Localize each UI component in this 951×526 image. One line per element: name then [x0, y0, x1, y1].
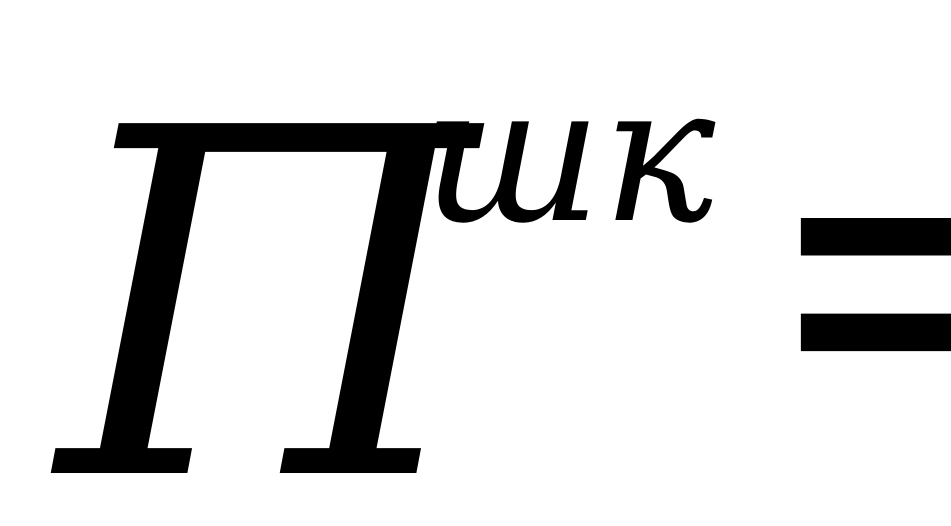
formula-base-symbol: П	[58, 28, 477, 526]
formula-superscript: шк	[422, 44, 716, 265]
formula-equals-sign: =	[750, 30, 951, 510]
